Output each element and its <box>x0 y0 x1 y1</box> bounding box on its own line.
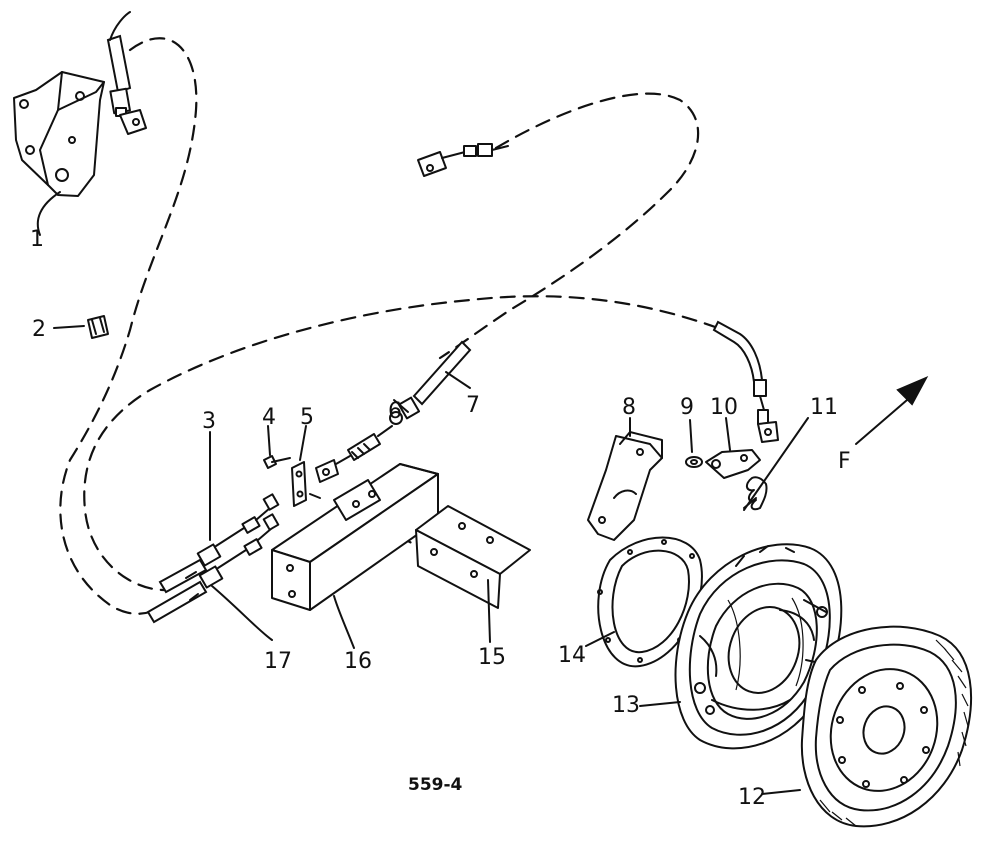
callout-8: 8 <box>622 395 636 420</box>
leader-1 <box>36 191 61 236</box>
callout-10: 10 <box>710 395 738 420</box>
cable-end-top-left <box>106 11 147 135</box>
leader-6 <box>393 399 409 413</box>
callout-15: 15 <box>478 645 506 670</box>
part-10-lever <box>705 449 761 479</box>
leader-5 <box>299 425 307 461</box>
leader-15 <box>487 579 491 643</box>
part-15-angle-bracket <box>415 505 531 609</box>
callout-12: 12 <box>738 785 766 810</box>
callout-14: 14 <box>558 643 586 668</box>
callout-9: 9 <box>680 395 694 420</box>
leader-9 <box>689 419 693 453</box>
leader-11 <box>743 417 809 511</box>
part-6-7-adjuster-cable <box>315 340 472 483</box>
callout-3: 3 <box>202 409 216 434</box>
part-16-channel <box>271 463 439 611</box>
leader-17 <box>211 585 273 641</box>
callout-2: 2 <box>32 317 46 342</box>
leader-7 <box>445 371 471 389</box>
leader-2 <box>53 325 85 329</box>
part-3-17-cable-assemblies <box>146 493 280 624</box>
callout-16: 16 <box>344 649 372 674</box>
cable-end-upper-center <box>417 143 509 177</box>
leader-16 <box>333 595 355 649</box>
part-9-washer <box>685 456 703 468</box>
callout-1: 1 <box>30 227 44 252</box>
callout-17: 17 <box>264 649 292 674</box>
part-4-bolt <box>263 455 291 469</box>
direction-label-f: F <box>838 449 851 474</box>
callout-5: 5 <box>300 405 314 430</box>
callout-7: 7 <box>466 393 480 418</box>
leader-4 <box>267 425 271 456</box>
forward-arrow <box>855 375 929 445</box>
part-8-bracket <box>587 431 663 541</box>
part-5-plate <box>291 461 321 507</box>
cable-end-right <box>712 320 779 443</box>
part-1-upper-bracket <box>13 71 105 197</box>
callout-11: 11 <box>810 395 838 420</box>
callout-4: 4 <box>262 405 276 430</box>
leader-10 <box>725 417 731 451</box>
part-2-clip <box>87 315 109 339</box>
cable-route-upper-dashed <box>438 92 700 360</box>
cable-route-left-dashed <box>59 37 198 615</box>
callout-13: 13 <box>612 693 640 718</box>
figure-code: 559-4 <box>408 775 463 795</box>
leader-13 <box>639 701 681 707</box>
part-12-brake-drum <box>800 625 972 828</box>
leader-12 <box>761 789 801 795</box>
callout-6: 6 <box>388 399 402 424</box>
cable-route-large-loop-dashed <box>83 295 720 592</box>
leader-14 <box>585 631 615 647</box>
